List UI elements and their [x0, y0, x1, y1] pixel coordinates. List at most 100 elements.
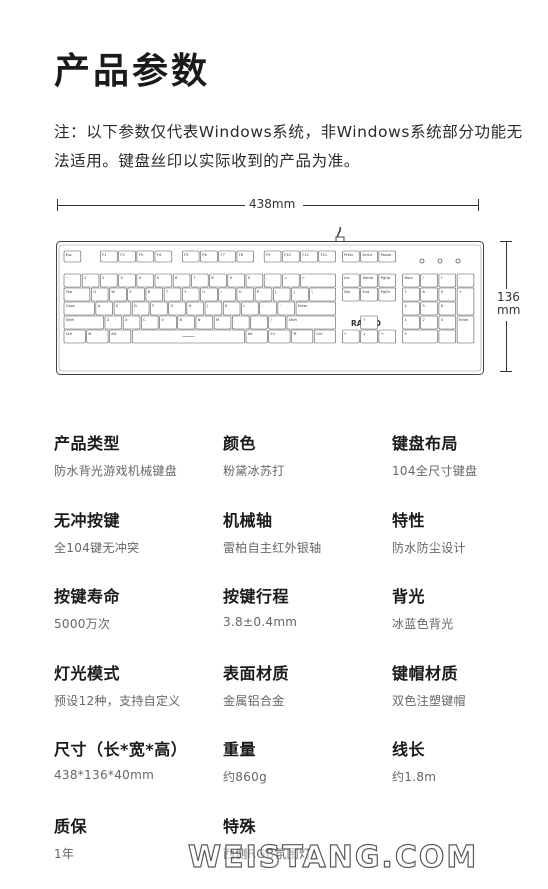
spec-item: 特性防水防尘设计	[392, 507, 548, 556]
key: -	[264, 274, 281, 287]
key: Enter	[296, 302, 336, 315]
spec-label: 键帽材质	[392, 660, 548, 684]
spec-item: 线长约1.8m	[392, 736, 548, 785]
key-f: F12	[319, 251, 336, 262]
spec-label: 尺寸（长*宽*高）	[54, 736, 214, 760]
key: Shift	[64, 316, 104, 329]
spec-label: 产品类型	[54, 430, 214, 454]
spec-item: 无冲按键全104键无冲突	[54, 507, 214, 556]
key-num: 1	[403, 316, 420, 329]
svg-text:M: M	[216, 318, 219, 322]
svg-text:↑: ↑	[362, 318, 365, 322]
key: '	[278, 302, 295, 315]
svg-text:Shift: Shift	[66, 318, 75, 322]
key-num: -	[457, 274, 474, 287]
svg-text:Del: Del	[344, 290, 350, 294]
svg-text:O: O	[239, 290, 242, 294]
svg-text:D: D	[134, 304, 137, 308]
spec-value: 3.8±0.4mm	[223, 615, 383, 629]
svg-text:1: 1	[404, 318, 406, 322]
svg-text:F12: F12	[321, 253, 328, 257]
key-num: 8	[421, 288, 438, 301]
svg-text:Home: Home	[362, 276, 373, 280]
key: Ctrl	[64, 330, 85, 343]
key-f: F8	[237, 251, 254, 262]
spec-value: 雷柏自主红外银轴	[223, 539, 383, 556]
key: Tab	[64, 288, 90, 301]
svg-text:F9: F9	[266, 253, 271, 257]
key: =	[282, 274, 299, 287]
svg-text:F2: F2	[120, 253, 124, 257]
svg-text:☰: ☰	[293, 332, 296, 336]
spec-label: 质保	[54, 813, 214, 837]
key-f: F6	[201, 251, 218, 262]
spec-value: 预设12种，支持自定义	[54, 692, 214, 709]
key: 9	[228, 274, 245, 287]
spec-value: 双色注塑键帽	[392, 692, 548, 709]
spec-item: 表面材质金属铝合金	[223, 660, 383, 709]
key-f: F9	[264, 251, 281, 262]
key: 0	[246, 274, 263, 287]
width-label: 438mm	[247, 197, 297, 211]
spec-item: 重量约860g	[223, 736, 383, 785]
key: 1	[82, 274, 99, 287]
key-arrow: ↓	[361, 330, 378, 343]
svg-text:F11: F11	[302, 253, 309, 257]
key-f: F3	[137, 251, 154, 262]
svg-text:J: J	[206, 304, 208, 308]
key: X	[123, 316, 140, 329]
key-num: 3	[439, 316, 456, 329]
spec-value: 438*136*40mm	[54, 768, 214, 782]
svg-text:,: ,	[234, 318, 235, 322]
svg-text:PrtSc: PrtSc	[344, 253, 353, 257]
key-nav: Ins	[342, 274, 359, 287]
spec-label: 背光	[392, 583, 548, 607]
key-f: F10	[282, 251, 299, 262]
key: Alt	[246, 330, 267, 343]
key: Z	[105, 316, 122, 329]
svg-text:7: 7	[404, 290, 406, 294]
svg-text:PgDn: PgDn	[381, 290, 391, 294]
spec-value: 全104键无冲突	[54, 539, 214, 556]
key-num: 2	[421, 316, 438, 329]
spec-label: 特殊	[223, 813, 383, 837]
svg-text:2: 2	[102, 276, 104, 280]
spec-item: 背光冰蓝色背光	[392, 583, 548, 632]
key: R	[146, 288, 163, 301]
svg-text:3: 3	[120, 276, 122, 280]
svg-text:Shift: Shift	[289, 318, 298, 322]
keyboard-diagram: RAPOO EscF1F2F3F4F5F6F7F8F9F10F11F12PrtS…	[56, 227, 484, 377]
spec-row: 无冲按键全104键无冲突机械轴雷柏自主红外银轴特性防水防尘设计	[54, 507, 524, 584]
height-dimension: 136 mm	[498, 241, 538, 372]
svg-text:.: .	[252, 318, 253, 322]
key: ;	[260, 302, 277, 315]
key-f: F7	[219, 251, 236, 262]
key: P	[255, 288, 272, 301]
svg-text:End: End	[362, 290, 369, 294]
svg-text:5: 5	[157, 276, 159, 280]
spec-label: 按键寿命	[54, 583, 214, 607]
watermark: WEISTANG.COM	[188, 840, 478, 875]
key-nav: PgUp	[379, 274, 396, 287]
key: N	[196, 316, 213, 329]
svg-text:': '	[280, 304, 281, 308]
svg-text:*: *	[441, 276, 443, 280]
key-num: .	[439, 330, 456, 343]
spec-value: 防水背光游戏机械键盘	[54, 462, 214, 479]
key-nav: PgDn	[379, 288, 396, 301]
key: H	[187, 302, 204, 315]
spec-item: 键帽材质双色注塑键帽	[392, 660, 548, 709]
key-nav: PrtSc	[342, 251, 359, 262]
spec-value: 104全尺寸键盘	[392, 462, 548, 479]
spec-value: 粉黛冰苏打	[223, 462, 383, 479]
key: Alt	[110, 330, 131, 343]
key: 8	[210, 274, 227, 287]
spec-value: 冰蓝色背光	[392, 615, 548, 632]
svg-text:Enter: Enter	[459, 318, 469, 322]
spec-label: 机械轴	[223, 507, 383, 531]
key: ,	[232, 316, 249, 329]
svg-text:N: N	[198, 318, 201, 322]
key: G	[169, 302, 186, 315]
